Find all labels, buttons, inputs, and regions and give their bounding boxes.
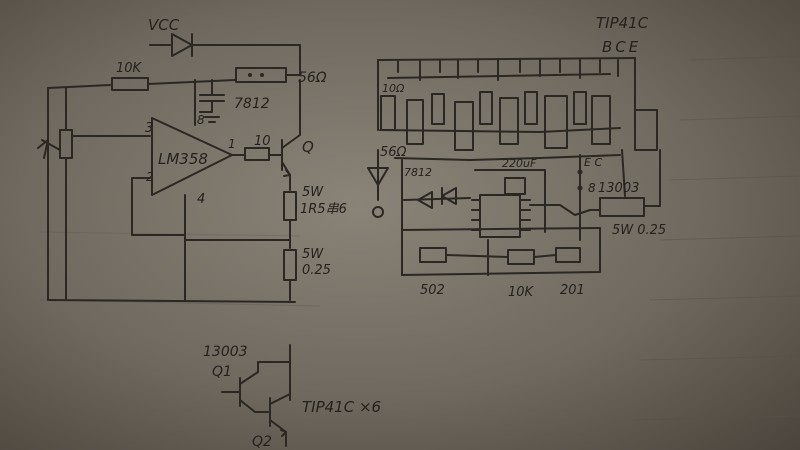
label-ec: E C bbox=[584, 156, 602, 169]
resistor-5w-025 bbox=[283, 249, 297, 281]
pot-502 bbox=[419, 247, 447, 263]
label-pin4: 4 bbox=[197, 192, 205, 207]
label-pin2: 2 bbox=[146, 170, 154, 184]
label-lm358: LM358 bbox=[158, 150, 208, 168]
transistor-leads bbox=[387, 59, 619, 81]
label-8: 8 bbox=[588, 181, 596, 195]
resistor-5w-1r5 bbox=[283, 191, 297, 221]
label-10k: 10K bbox=[116, 61, 143, 76]
label-201: 201 bbox=[560, 283, 585, 298]
vcc-diode bbox=[171, 33, 193, 57]
label-7812: 7812 bbox=[234, 96, 270, 112]
right-circuit-labels: TIP41C BCE 10Ω 56Ω 7812 220uF E C 8 1300… bbox=[380, 14, 666, 300]
capacitor-220uf bbox=[504, 177, 526, 195]
label-vcc: VCC bbox=[148, 16, 180, 34]
label-tip41c: TIP41C bbox=[596, 14, 649, 32]
label-pin1: 1 bbox=[228, 137, 236, 151]
label-5w-b: 5W bbox=[302, 247, 324, 262]
darlington-labels: 13003 Q1 Q2 TIP41C ×6 bbox=[203, 344, 381, 450]
label-10-ohm: 10 bbox=[254, 134, 271, 149]
label-13003-right: 13003 bbox=[598, 181, 639, 196]
ground-symbol bbox=[199, 100, 220, 123]
potentiometer-left bbox=[59, 129, 73, 159]
label-1r5: 1R5串6 bbox=[300, 202, 347, 217]
resistor-5w-right bbox=[599, 197, 645, 217]
label-tip41c-x6: TIP41C ×6 bbox=[302, 398, 381, 416]
label-56-ohm: 56Ω bbox=[298, 70, 327, 86]
right-circuit bbox=[367, 57, 661, 276]
label-7812-right: 7812 bbox=[404, 166, 432, 179]
label-q1: Q1 bbox=[212, 364, 232, 380]
resistor-10k bbox=[111, 77, 149, 91]
left-circuit bbox=[37, 33, 301, 303]
pot-10k bbox=[507, 249, 535, 265]
label-13003: 13003 bbox=[203, 344, 248, 360]
label-pin8: 8 bbox=[197, 113, 205, 127]
label-q2: Q2 bbox=[252, 434, 272, 450]
label-502: 502 bbox=[420, 283, 445, 298]
diode-7812-b bbox=[441, 187, 457, 205]
label-56-ohm-right: 56Ω bbox=[380, 145, 407, 160]
label-220uf: 220uF bbox=[502, 157, 537, 170]
opamp-lm358 bbox=[151, 117, 233, 196]
pot-201 bbox=[555, 247, 581, 263]
diode-left bbox=[367, 167, 389, 186]
label-025: 0.25 bbox=[302, 263, 331, 278]
left-circuit-labels: VCC 10K 56Ω 7812 3 2 8 LM358 1 4 10 Q 5W… bbox=[116, 16, 347, 278]
label-5w-a: 5W bbox=[302, 185, 324, 200]
resistor-10-ohm bbox=[244, 147, 270, 161]
label-5w-025-right: 5W 0.25 bbox=[612, 223, 666, 238]
ic-lm358 bbox=[479, 194, 521, 238]
label-bce: BCE bbox=[602, 38, 641, 56]
resistor-10-ohm-1 bbox=[380, 95, 396, 131]
label-pin3: 3 bbox=[145, 121, 153, 136]
label-10-ohm-right: 10Ω bbox=[382, 82, 405, 95]
label-q: Q bbox=[302, 138, 314, 156]
label-10k-right: 10K bbox=[508, 285, 535, 300]
darlington-circuit bbox=[221, 344, 291, 447]
